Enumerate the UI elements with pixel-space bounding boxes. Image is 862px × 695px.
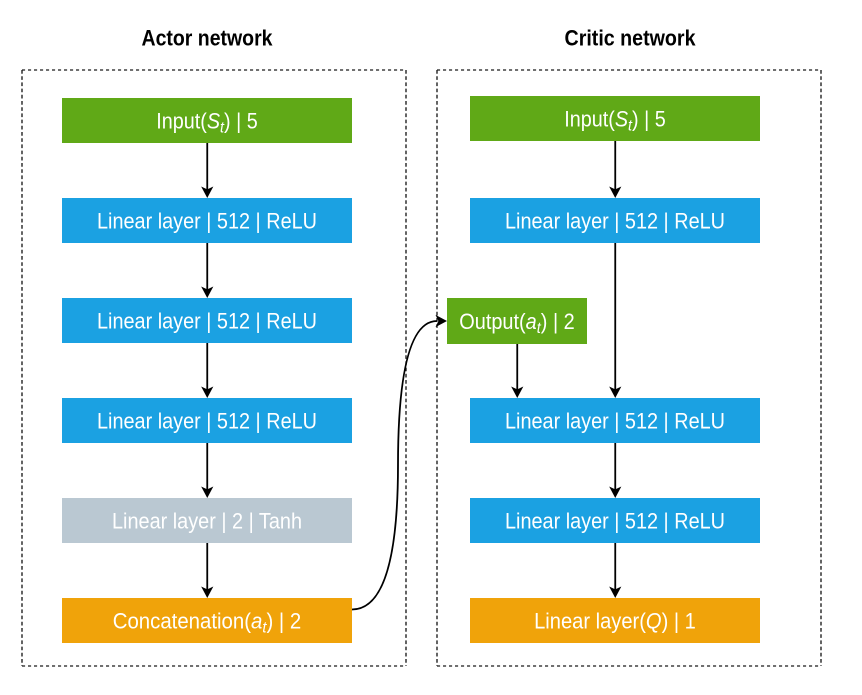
svg-text:Linear layer | 512 | ReLU: Linear layer | 512 | ReLU (505, 409, 725, 434)
svg-text:Actor network: Actor network (142, 26, 273, 51)
svg-text:Input(St) | 5: Input(St) | 5 (156, 109, 258, 137)
svg-text:Critic network: Critic network (565, 26, 696, 51)
svg-text:Input(St) | 5: Input(St) | 5 (564, 107, 666, 135)
svg-text:Linear layer | 512 | ReLU: Linear layer | 512 | ReLU (97, 309, 317, 334)
svg-text:Linear layer | 2 | Tanh: Linear layer | 2 | Tanh (112, 509, 302, 534)
svg-text:Linear layer | 512 | ReLU: Linear layer | 512 | ReLU (505, 509, 725, 534)
svg-text:Linear layer | 512 | ReLU: Linear layer | 512 | ReLU (97, 209, 317, 234)
svg-text:Concatenation(at) | 2: Concatenation(at) | 2 (113, 609, 302, 637)
svg-text:Output(at) | 2: Output(at) | 2 (459, 309, 575, 337)
svg-text:Linear layer(Q) | 1: Linear layer(Q) | 1 (534, 609, 696, 634)
svg-text:Linear layer | 512 | ReLU: Linear layer | 512 | ReLU (97, 409, 317, 434)
svg-text:Linear layer | 512 | ReLU: Linear layer | 512 | ReLU (505, 209, 725, 234)
